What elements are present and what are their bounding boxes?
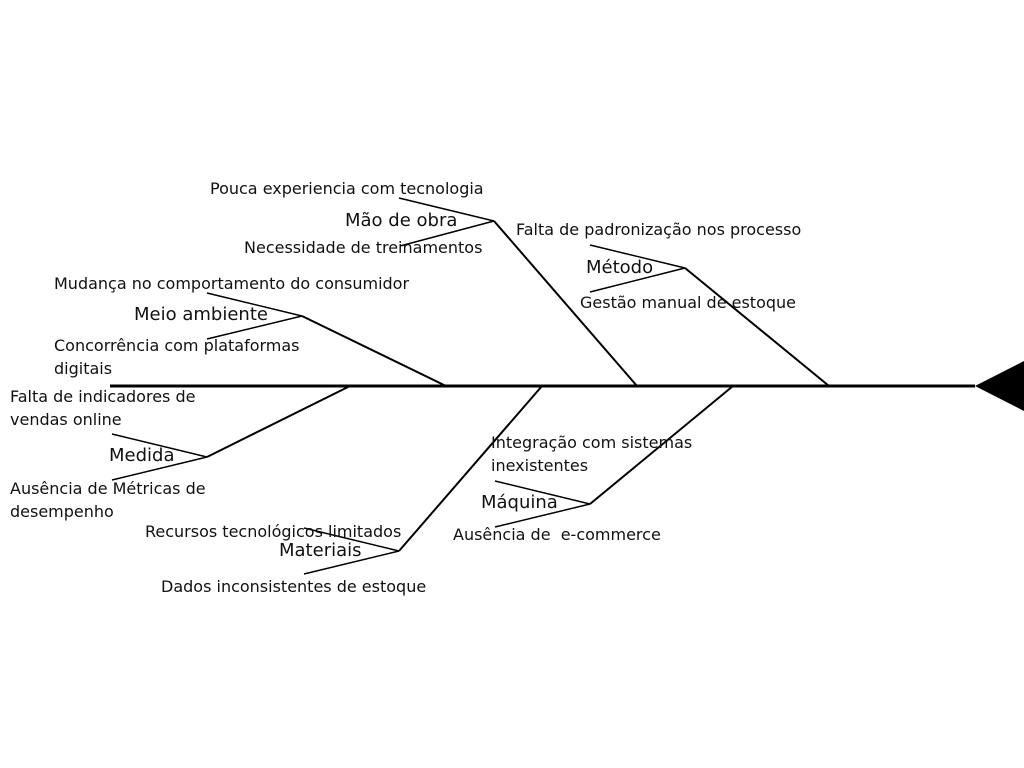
cause-pouca-experiencia: Pouca experiencia com tecnologia bbox=[210, 179, 484, 198]
cause-line-metodo-2 bbox=[589, 267, 686, 293]
cause-line-metodo-1 bbox=[589, 244, 686, 269]
category-materiais: Materiais bbox=[279, 540, 362, 561]
cause-line-meio-1 bbox=[206, 292, 303, 317]
cause-line-materiais-2 bbox=[303, 550, 400, 575]
cause-falta-indicadores: Falta de indicadores de vendas online bbox=[10, 387, 196, 429]
cause-line-medida-2 bbox=[111, 456, 208, 481]
cause-integracao-sistemas: Integração com sistemas inexistentes bbox=[491, 433, 693, 475]
cause-line-medida-1 bbox=[111, 433, 208, 458]
cause-dados-inconsistentes: Dados inconsistentes de estoque bbox=[161, 577, 427, 596]
cause-line-maquina-1 bbox=[494, 480, 591, 505]
branch-mao-de-obra bbox=[493, 220, 638, 387]
cause-line-maquina-2 bbox=[494, 503, 591, 528]
cause-line-mao-2 bbox=[399, 220, 495, 247]
cause-line-meio-2 bbox=[206, 315, 303, 340]
category-medida: Medida bbox=[109, 445, 175, 466]
branch-metodo bbox=[684, 267, 830, 387]
cause-ausencia-ecommerce: Ausência de e-commerce bbox=[453, 525, 661, 544]
cause-ausencia-metricas: Ausência de Métricas de desempenho bbox=[10, 479, 206, 521]
category-meio-ambiente: Meio ambiente bbox=[134, 304, 268, 325]
category-metodo: Método bbox=[586, 257, 654, 278]
branch-maquina bbox=[589, 385, 734, 505]
branch-materiais bbox=[398, 385, 543, 552]
category-mao-de-obra: Mão de obra bbox=[345, 210, 458, 231]
cause-falta-padronizacao: Falta de padronização nos processo bbox=[516, 220, 802, 239]
cause-concorrencia: Concorrência com plataformas digitais bbox=[54, 336, 300, 378]
cause-line-materiais-1 bbox=[303, 527, 400, 552]
cause-line-mao-1 bbox=[398, 197, 495, 222]
fish-head bbox=[975, 361, 1024, 411]
category-maquina: Máquina bbox=[481, 492, 558, 513]
cause-mudanca-comportamento: Mudança no comportamento do consumidor bbox=[54, 274, 410, 293]
branch-meio-ambiente bbox=[301, 315, 447, 387]
cause-necessidade-treinamentos: Necessidade de treinamentos bbox=[244, 238, 483, 257]
cause-gestao-manual: Gestão manual de estoque bbox=[580, 293, 797, 312]
cause-recursos-limitados: Recursos tecnológicos limitados bbox=[145, 522, 402, 541]
branch-medida bbox=[206, 385, 351, 458]
